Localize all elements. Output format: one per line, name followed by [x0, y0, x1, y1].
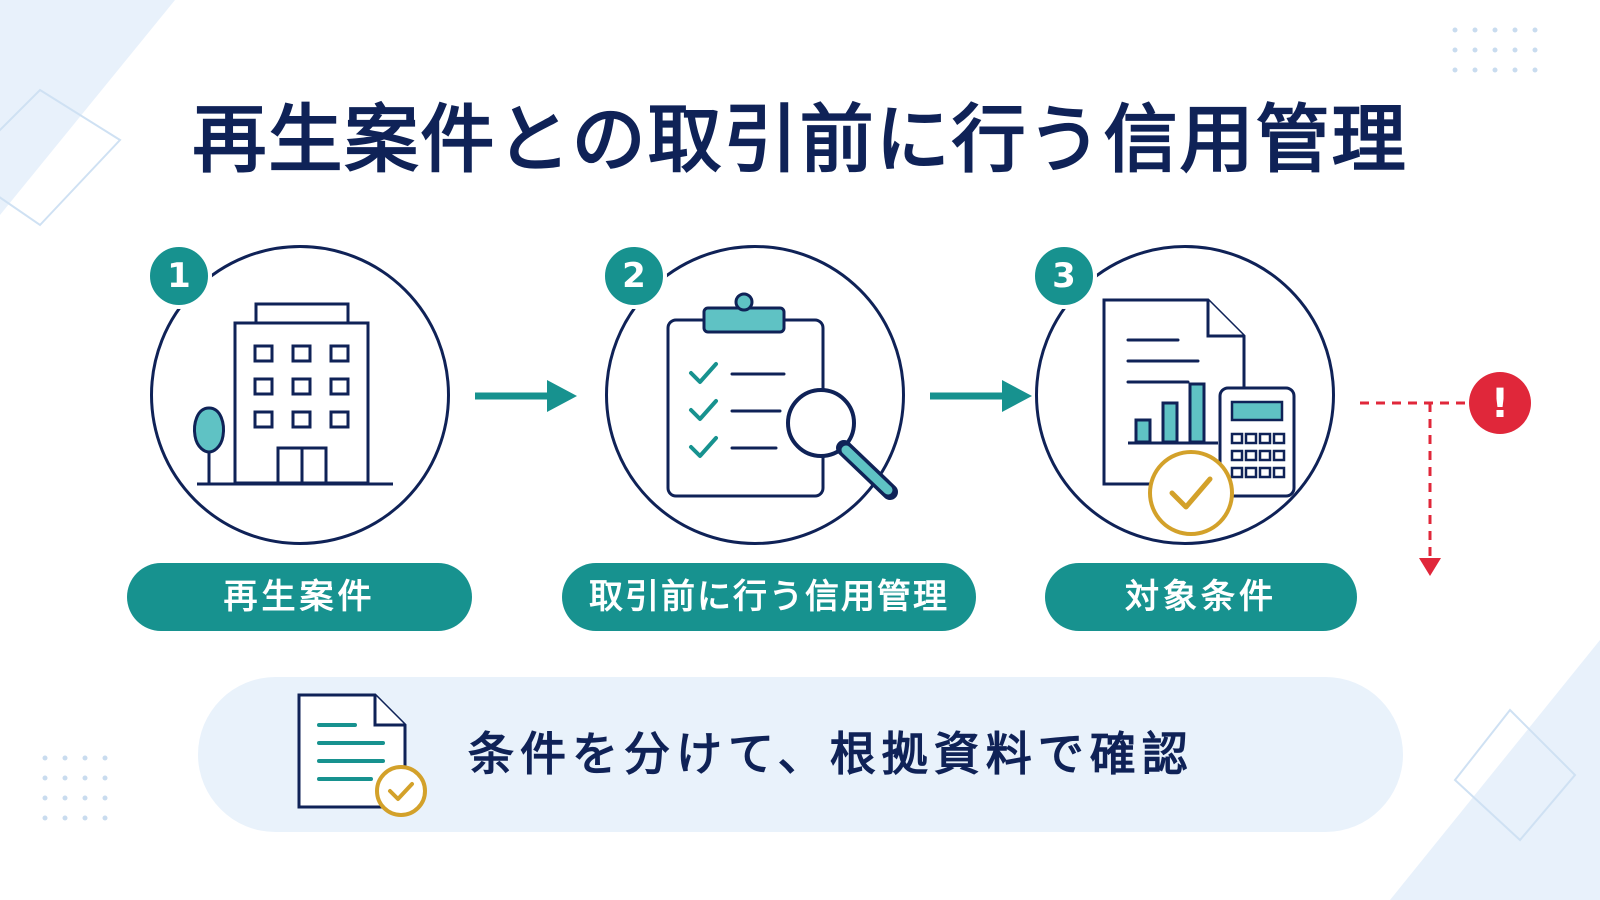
bottom-note-panel: 条件を分けて、根拠資料で確認	[198, 677, 1403, 832]
page-title: 再生案件との取引前に行う信用管理	[192, 97, 1408, 183]
step-1-label: 再生案件	[127, 563, 472, 631]
step-2: 2	[601, 243, 915, 545]
office-building-icon	[193, 302, 393, 486]
step-3: 3	[1031, 243, 1345, 545]
step-2-label: 取引前に行う信用管理	[562, 563, 976, 631]
step-1: 1	[146, 243, 460, 545]
document-check-icon	[297, 693, 427, 817]
step-3-label: 対象条件	[1045, 563, 1357, 631]
document-calculator-check-icon	[1102, 298, 1296, 536]
alert-branch	[1360, 372, 1531, 576]
clipboard-checklist-magnifier-icon	[666, 292, 898, 500]
flow-arrow-1-to-2	[475, 380, 577, 412]
bottom-note-text: 条件を分けて、根拠資料で確認	[468, 727, 1194, 781]
step-2-number-badge: 2	[601, 243, 667, 309]
step-3-number-badge: 3	[1031, 243, 1097, 309]
exclamation-alert-icon: !	[1490, 381, 1510, 427]
step-1-number-badge: 1	[146, 243, 212, 309]
flow-arrow-2-to-3	[930, 380, 1032, 412]
